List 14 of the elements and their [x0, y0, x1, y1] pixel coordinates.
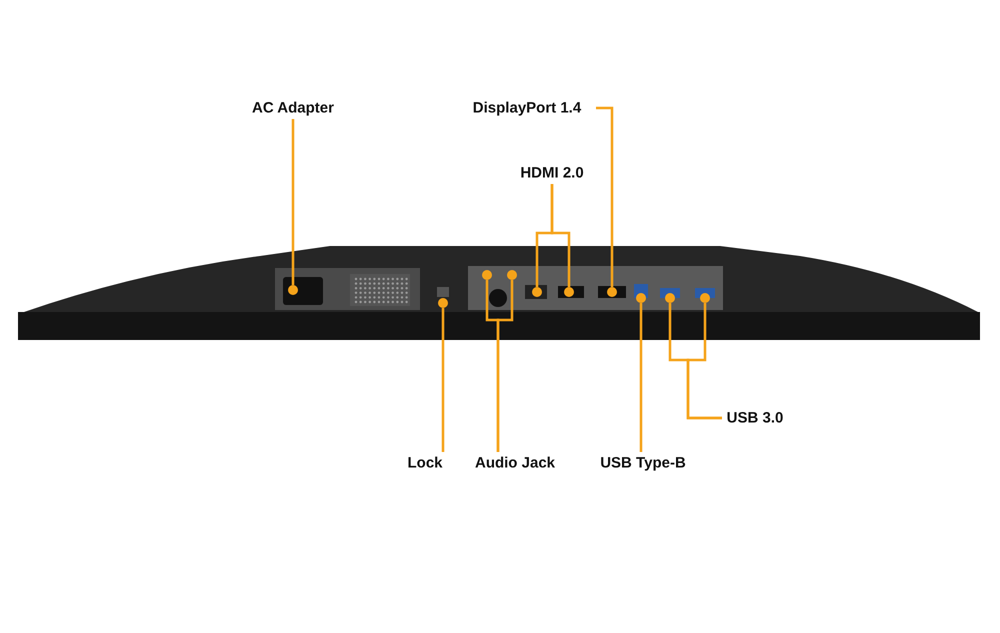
port-label: HDMI 2.0	[520, 164, 584, 182]
port-label: Audio Jack	[474, 454, 556, 472]
leader-line	[596, 106, 614, 287]
port-label: USB Type-B	[600, 454, 686, 472]
port-label: DisplayPort 1.4	[472, 100, 582, 116]
leader-line	[292, 119, 294, 285]
port-label: USB 3.0	[726, 410, 784, 426]
port-label: Lock	[408, 454, 442, 472]
leader-line	[640, 303, 642, 452]
leader-line	[442, 308, 444, 452]
leader-line	[496, 280, 514, 452]
leader-line	[550, 184, 570, 287]
port-label: AC Adapter	[252, 100, 334, 116]
leader-line	[686, 303, 722, 420]
